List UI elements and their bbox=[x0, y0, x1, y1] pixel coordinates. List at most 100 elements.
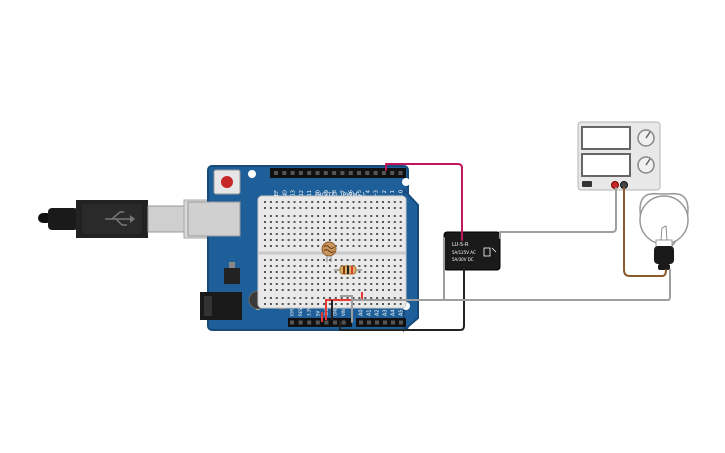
breadboard-hole[interactable] bbox=[358, 215, 361, 217]
breadboard-hole[interactable] bbox=[311, 245, 314, 247]
breadboard-hole[interactable] bbox=[393, 245, 396, 247]
breadboard-hole[interactable] bbox=[399, 215, 402, 217]
breadboard-hole[interactable] bbox=[287, 233, 290, 235]
breadboard-hole[interactable] bbox=[364, 239, 367, 241]
breadboard-hole[interactable] bbox=[393, 215, 396, 217]
breadboard-hole[interactable] bbox=[346, 233, 349, 235]
digital-pin-hole[interactable] bbox=[298, 171, 303, 175]
breadboard-hole[interactable] bbox=[317, 265, 320, 267]
breadboard-hole[interactable] bbox=[352, 239, 355, 241]
breadboard-hole[interactable] bbox=[376, 207, 379, 209]
breadboard-hole[interactable] bbox=[281, 239, 284, 241]
breadboard-hole[interactable] bbox=[323, 303, 325, 305]
breadboard-hole[interactable] bbox=[376, 245, 379, 247]
breadboard-hole[interactable] bbox=[311, 233, 314, 235]
breadboard-hole[interactable] bbox=[281, 259, 284, 261]
breadboard-hole[interactable] bbox=[346, 289, 349, 291]
breadboard-hole[interactable] bbox=[305, 201, 308, 203]
breadboard-hole[interactable] bbox=[346, 215, 349, 217]
breadboard-hole[interactable] bbox=[317, 297, 320, 299]
breadboard-hole[interactable] bbox=[399, 259, 402, 261]
breadboard-hole[interactable] bbox=[352, 283, 355, 285]
breadboard-hole[interactable] bbox=[299, 289, 302, 291]
breadboard-hole[interactable] bbox=[269, 221, 272, 223]
breadboard-hole[interactable] bbox=[370, 265, 373, 267]
breadboard-hole[interactable] bbox=[311, 221, 314, 223]
breadboard-hole[interactable] bbox=[328, 227, 331, 229]
breadboard-hole[interactable] bbox=[370, 227, 373, 229]
breadboard-hole[interactable] bbox=[387, 201, 390, 203]
breadboard-hole[interactable] bbox=[334, 233, 337, 235]
breadboard-hole[interactable] bbox=[269, 233, 272, 235]
breadboard-hole[interactable] bbox=[311, 215, 314, 217]
breadboard-hole[interactable] bbox=[382, 265, 384, 267]
breadboard-hole[interactable] bbox=[287, 259, 290, 261]
breadboard-hole[interactable] bbox=[399, 265, 402, 267]
breadboard-hole[interactable] bbox=[323, 297, 325, 299]
breadboard-hole[interactable] bbox=[317, 239, 320, 241]
breadboard-hole[interactable] bbox=[287, 239, 290, 241]
breadboard-hole[interactable] bbox=[328, 297, 331, 299]
breadboard-hole[interactable] bbox=[293, 233, 296, 235]
breadboard-hole[interactable] bbox=[364, 233, 367, 235]
breadboard-hole[interactable] bbox=[387, 277, 390, 279]
breadboard-hole[interactable] bbox=[264, 259, 266, 261]
breadboard-hole[interactable] bbox=[334, 201, 337, 203]
breadboard-hole[interactable] bbox=[358, 271, 361, 273]
breadboard-hole[interactable] bbox=[399, 207, 402, 209]
breadboard-hole[interactable] bbox=[269, 289, 272, 291]
breadboard-hole[interactable] bbox=[299, 221, 302, 223]
breadboard-hole[interactable] bbox=[364, 289, 367, 291]
breadboard-hole[interactable] bbox=[387, 239, 390, 241]
breadboard-hole[interactable] bbox=[328, 259, 331, 261]
breadboard-hole[interactable] bbox=[328, 277, 331, 279]
breadboard-hole[interactable] bbox=[317, 245, 320, 247]
breadboard-hole[interactable] bbox=[293, 201, 296, 203]
breadboard-hole[interactable] bbox=[317, 215, 320, 217]
power-pin-hole[interactable] bbox=[307, 320, 312, 325]
breadboard-hole[interactable] bbox=[352, 259, 355, 261]
breadboard-hole[interactable] bbox=[358, 221, 361, 223]
breadboard-hole[interactable] bbox=[287, 221, 290, 223]
breadboard-hole[interactable] bbox=[264, 245, 266, 247]
breadboard-hole[interactable] bbox=[370, 245, 373, 247]
breadboard-hole[interactable] bbox=[364, 277, 367, 279]
breadboard-hole[interactable] bbox=[346, 245, 349, 247]
breadboard-hole[interactable] bbox=[264, 201, 266, 203]
breadboard-hole[interactable] bbox=[399, 221, 402, 223]
breadboard-hole[interactable] bbox=[323, 283, 325, 285]
breadboard-hole[interactable] bbox=[358, 283, 361, 285]
breadboard-hole[interactable] bbox=[275, 201, 278, 203]
breadboard-hole[interactable] bbox=[275, 215, 278, 217]
breadboard-hole[interactable] bbox=[364, 271, 367, 273]
breadboard-hole[interactable] bbox=[299, 297, 302, 299]
breadboard-hole[interactable] bbox=[311, 297, 314, 299]
breadboard-hole[interactable] bbox=[393, 207, 396, 209]
breadboard-hole[interactable] bbox=[281, 303, 284, 305]
breadboard-hole[interactable] bbox=[346, 201, 349, 203]
light-bulb-icon[interactable] bbox=[639, 192, 689, 270]
breadboard-hole[interactable] bbox=[382, 271, 384, 273]
breadboard-hole[interactable] bbox=[399, 283, 402, 285]
breadboard-hole[interactable] bbox=[328, 201, 331, 203]
breadboard-hole[interactable] bbox=[364, 265, 367, 267]
breadboard-hole[interactable] bbox=[293, 289, 296, 291]
breadboard-hole[interactable] bbox=[346, 221, 349, 223]
breadboard-hole[interactable] bbox=[269, 207, 272, 209]
breadboard-hole[interactable] bbox=[346, 207, 349, 209]
breadboard-hole[interactable] bbox=[393, 259, 396, 261]
breadboard-hole[interactable] bbox=[299, 265, 302, 267]
breadboard-hole[interactable] bbox=[287, 201, 290, 203]
breadboard-hole[interactable] bbox=[340, 227, 343, 229]
breadboard-hole[interactable] bbox=[264, 289, 266, 291]
digital-pin-hole[interactable] bbox=[332, 171, 337, 175]
breadboard-hole[interactable] bbox=[387, 271, 390, 273]
ground-wire[interactable] bbox=[339, 267, 465, 331]
relay-to-bulb-wire[interactable] bbox=[443, 267, 671, 301]
breadboard-hole[interactable] bbox=[323, 289, 325, 291]
resistor[interactable] bbox=[334, 265, 362, 275]
breadboard-hole[interactable] bbox=[305, 221, 308, 223]
breadboard-hole[interactable] bbox=[293, 259, 296, 261]
breadboard-hole[interactable] bbox=[370, 201, 373, 203]
